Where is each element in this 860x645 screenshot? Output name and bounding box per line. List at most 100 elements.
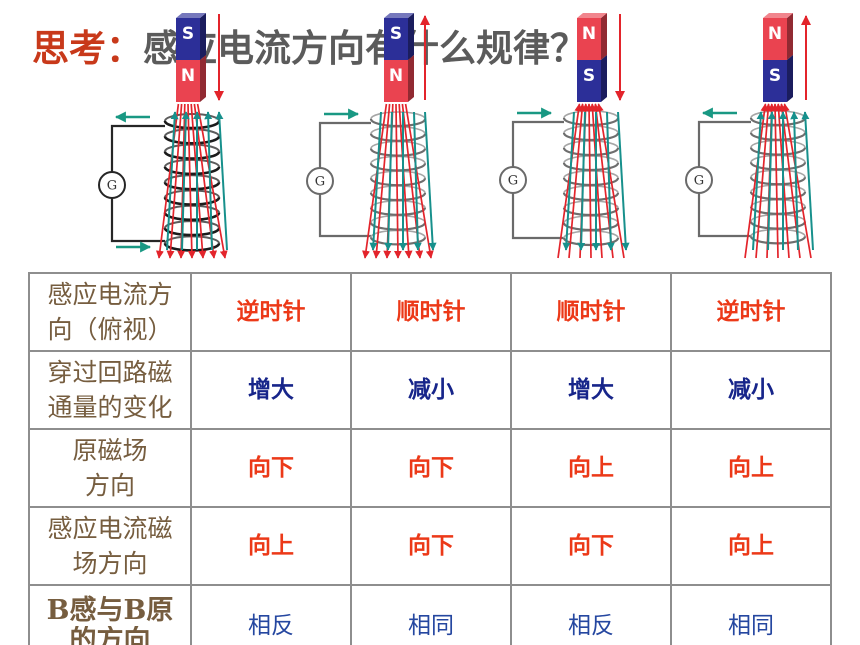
row-label-line: 感应电流磁 <box>47 514 173 543</box>
coil-turn-front <box>369 177 427 187</box>
magnet-side-face <box>787 13 793 60</box>
north-pole <box>176 60 200 102</box>
magnetic-field-line <box>187 103 196 259</box>
cell-induced-current-direction-4: 逆时针 <box>672 274 830 350</box>
cell-induced-current-direction-3: 顺时针 <box>512 274 670 350</box>
magnet-top-face <box>384 13 414 18</box>
row-label-line: 的方向 <box>69 626 151 645</box>
magnet-pole-label: S <box>583 66 595 86</box>
coil-turn-front <box>749 176 807 186</box>
coil-turn-front <box>369 133 427 142</box>
galvanometer-icon <box>685 166 713 194</box>
magnet-side-face <box>408 13 414 60</box>
south-pole <box>384 18 408 60</box>
induced-field-line <box>424 111 437 251</box>
coil-turn-front <box>749 117 807 127</box>
label-original-field-direction: 原磁场 方向 <box>30 430 190 506</box>
induced-field-line <box>384 111 393 251</box>
induced-field-line <box>181 111 190 251</box>
magnet-top-face <box>763 13 793 18</box>
cell-induced-field-direction-2: 向下 <box>352 508 510 584</box>
coil-turn-front <box>163 212 221 222</box>
magnetic-field-line <box>196 103 228 259</box>
galvanometer-icon <box>499 166 527 194</box>
cell-flux-change-2: 减小 <box>352 352 510 428</box>
bar-magnet: NS <box>763 13 793 102</box>
coil-turn-front <box>562 132 620 142</box>
magnetic-field-line <box>166 103 183 259</box>
row-label-line: 穿过回路磁 <box>47 358 173 387</box>
cell-original-field-direction-4: 向上 <box>672 430 830 506</box>
cell-field-relation-3: 相反 <box>512 586 670 645</box>
bar-magnet: NS <box>577 13 607 102</box>
induced-field-line <box>767 111 776 251</box>
cell-induced-current-direction-2: 顺时针 <box>352 274 510 350</box>
north-pole <box>577 18 601 60</box>
induced-field-line <box>606 111 615 251</box>
magnetic-field-line <box>398 103 413 259</box>
diagram-2: GSN <box>306 13 437 259</box>
magnet-pole-label: S <box>390 24 402 44</box>
cell-flux-change-4: 减小 <box>672 352 830 428</box>
galvanometer-label: G <box>107 179 117 194</box>
magnetic-field-line <box>155 103 180 259</box>
label-flux-change: 穿过回路磁 通量的变化 <box>30 352 190 428</box>
row-label-line: 场方向 <box>72 549 148 578</box>
diagram-4: GNS <box>685 13 814 259</box>
title-prefix: 思考： <box>32 27 143 70</box>
cell-original-field-direction-2: 向下 <box>352 430 510 506</box>
circuit-wire <box>697 120 751 238</box>
magnetic-field-line <box>585 103 594 259</box>
north-pole <box>384 60 408 102</box>
galvanometer-label: G <box>315 175 325 190</box>
coil-turn-back <box>370 111 426 120</box>
cell-induced-field-direction-3: 向下 <box>512 508 670 584</box>
cell-induced-field-direction-4: 向上 <box>672 508 830 584</box>
title-text: 感应电流方向有什么规律？ <box>143 27 587 70</box>
cell-field-relation-2: 相同 <box>352 586 510 645</box>
coil-turn-front <box>562 147 620 157</box>
magnet-pole-label: N <box>181 66 195 86</box>
coil <box>163 113 221 252</box>
magnetic-field-line <box>362 103 388 259</box>
diagram-1: G SN <box>98 13 228 259</box>
magnetic-field-line <box>771 103 780 259</box>
bar-magnet: SN <box>176 13 206 102</box>
circuit-wire <box>511 120 564 240</box>
row-label-line: 向（俯视） <box>47 315 173 344</box>
galvanometer-label: G <box>508 174 518 189</box>
cell-induced-current-direction-1: 逆时针 <box>192 274 350 350</box>
magnet-pole-label: N <box>768 24 782 44</box>
magnet-side-face <box>601 55 607 102</box>
magnetic-field-line <box>755 103 772 259</box>
coil-turn-front <box>749 162 807 171</box>
north-pole <box>763 18 787 60</box>
south-pole <box>577 60 601 102</box>
magnetic-field-line <box>372 103 391 259</box>
magnetic-field-line <box>781 103 812 259</box>
induced-field-line <box>801 111 814 251</box>
cell-flux-change-3: 增大 <box>512 352 670 428</box>
magnet-side-face <box>200 13 206 60</box>
induced-field-line <box>215 111 228 251</box>
magnet-side-face <box>601 13 607 60</box>
row-label-line: 方向 <box>84 471 135 500</box>
cell-induced-field-direction-1: 向上 <box>192 508 350 584</box>
magnet-side-face <box>200 55 206 102</box>
induced-field-line <box>166 111 179 251</box>
cell-original-field-direction-3: 向上 <box>512 430 670 506</box>
magnet-side-face <box>408 55 414 102</box>
label-induced-field-direction: 感应电流磁 场方向 <box>30 508 190 584</box>
row-label-line: 通量的变化 <box>47 393 173 422</box>
row-label-line: 感应电流方 <box>47 280 173 309</box>
coil-turn-front <box>163 120 221 130</box>
coil-turn-front <box>749 132 807 141</box>
coil-turn-front <box>369 118 427 128</box>
induced-field-line <box>562 111 575 251</box>
cell-field-relation-1: 相反 <box>192 586 350 645</box>
magnetic-field-line <box>595 103 625 259</box>
coil-turn-front <box>163 166 221 176</box>
magnet-top-face <box>176 13 206 18</box>
diagram-3: G NS <box>499 13 630 259</box>
slide-title: 思考：感应电流方向有什么规律？ <box>32 27 587 71</box>
